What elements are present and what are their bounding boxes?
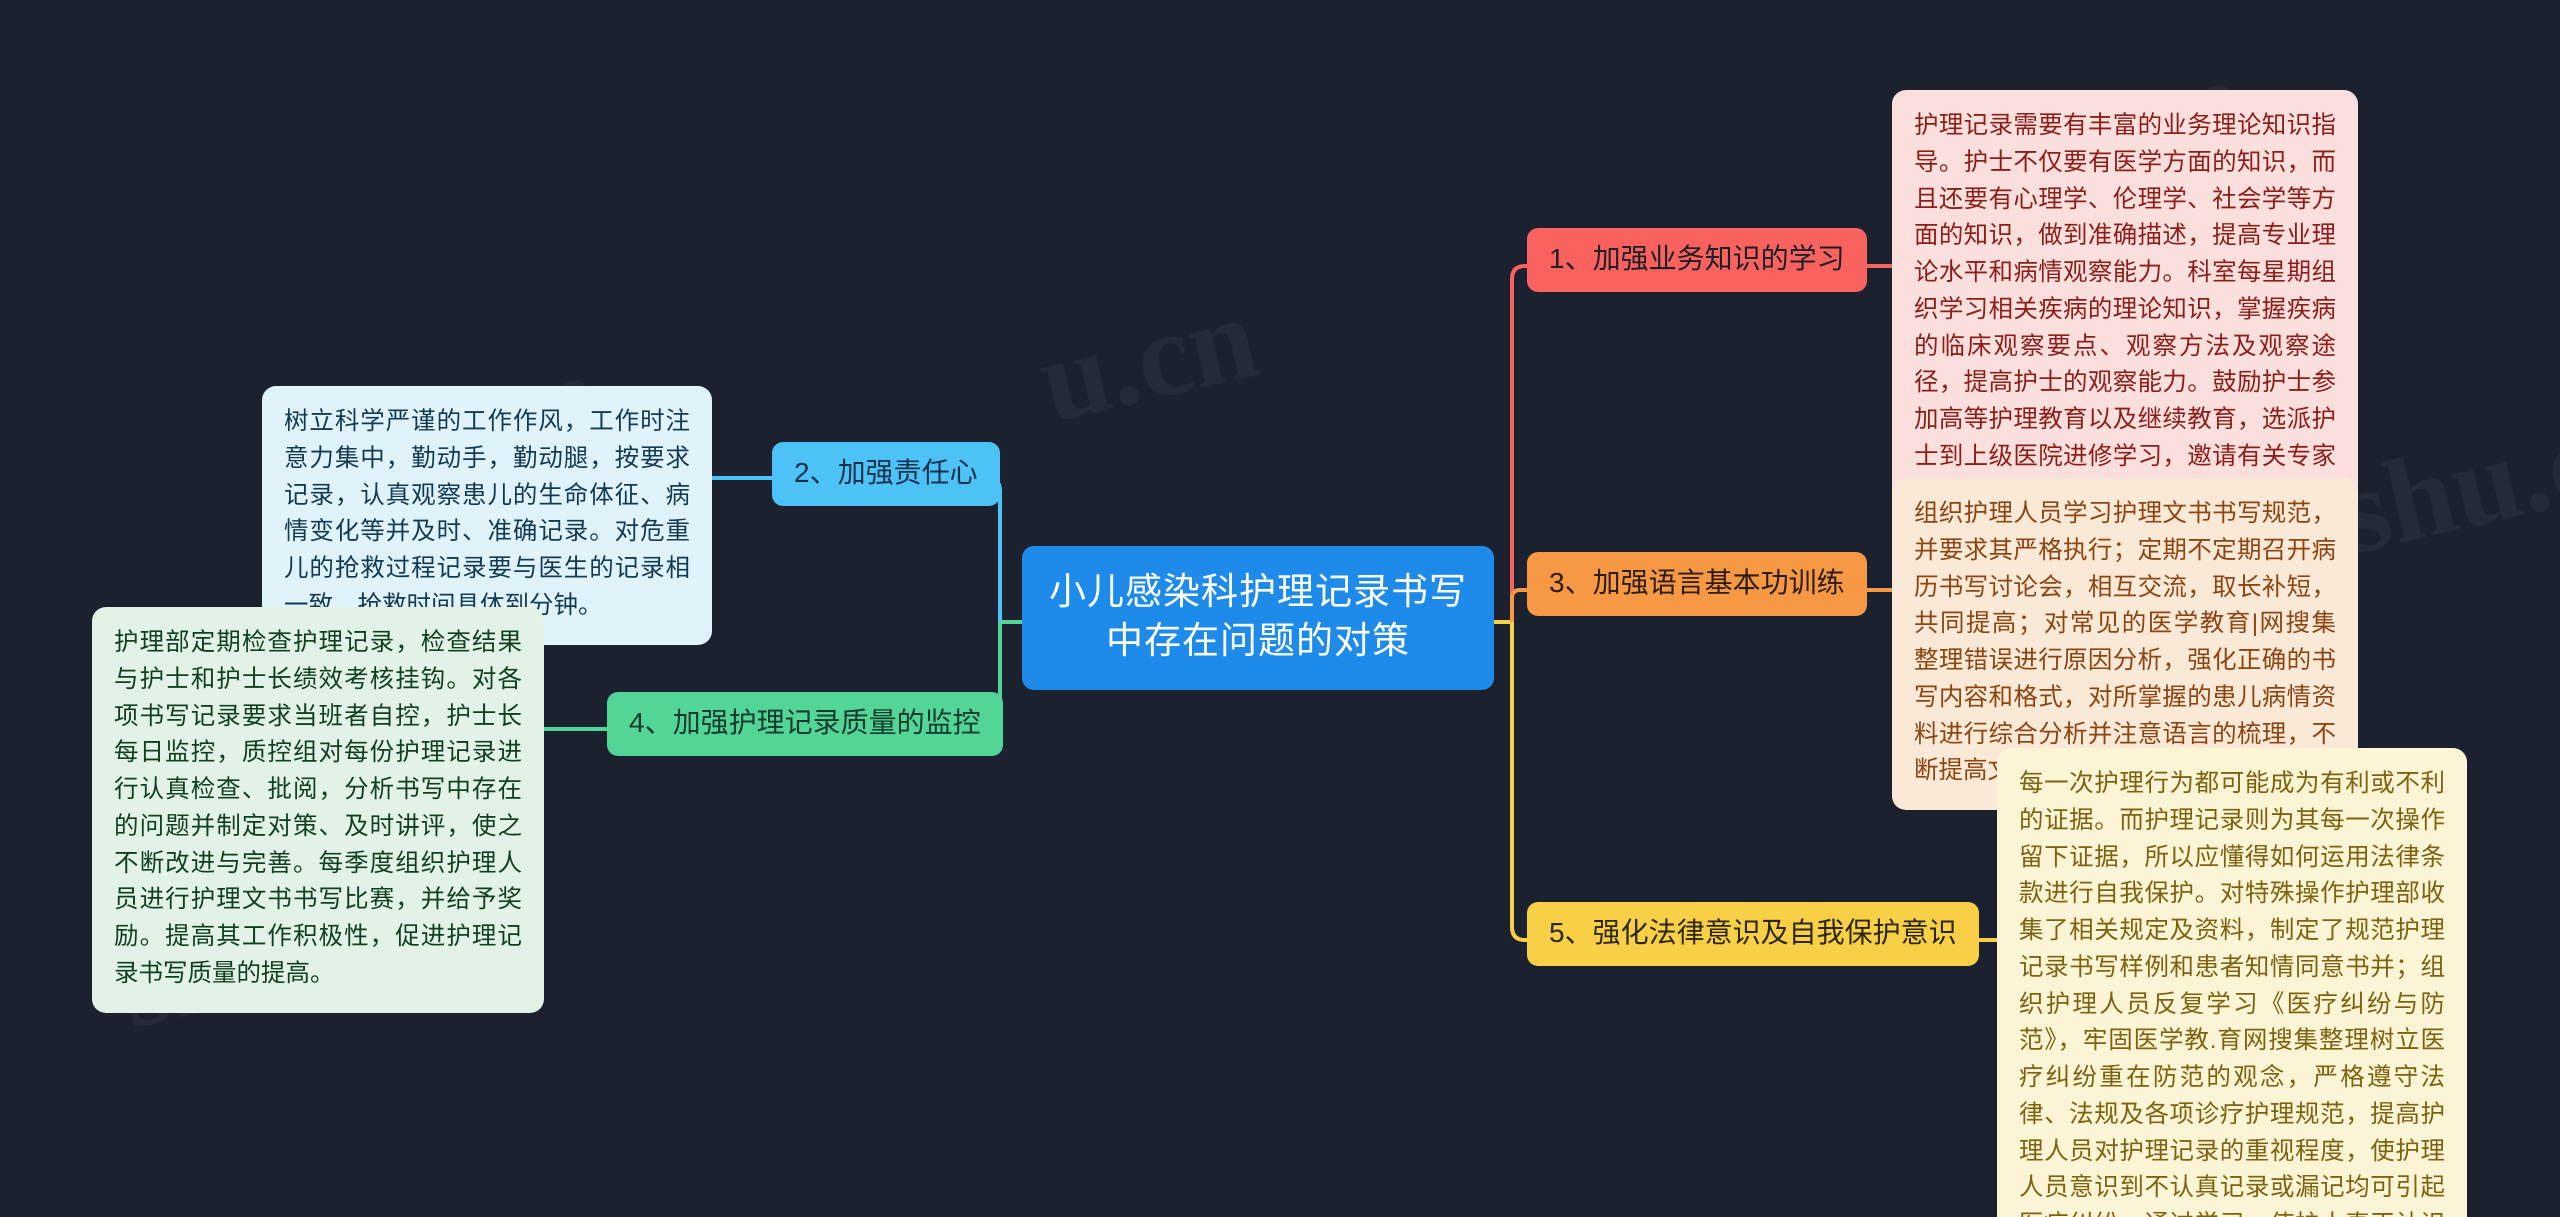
watermark: u.cn: [1027, 267, 1269, 450]
branch-node-2[interactable]: 2、加强责任心: [772, 442, 1000, 506]
branch-node-4[interactable]: 4、加强护理记录质量的监控: [607, 692, 1003, 756]
branch-node-5[interactable]: 5、强化法律意识及自我保护意识: [1527, 902, 1979, 966]
branch-detail-5: 每一次护理行为都可能成为有利或不利的证据。而护理记录则为其每一次操作留下证据，所…: [1997, 748, 2467, 1217]
root-node[interactable]: 小儿感染科护理记录书写中存在问题的对策: [1022, 546, 1494, 690]
branch-detail-4: 护理部定期检查护理记录，检查结果与护士和护士长绩效考核挂钩。对各项书写记录要求当…: [92, 607, 544, 1013]
branch-detail-2: 树立科学严谨的工作作风，工作时注意力集中，勤动手，勤动腿，按要求记录，认真观察患…: [262, 386, 712, 645]
branch-node-1[interactable]: 1、加强业务知识的学习: [1527, 228, 1867, 292]
branch-node-3[interactable]: 3、加强语言基本功训练: [1527, 552, 1867, 616]
